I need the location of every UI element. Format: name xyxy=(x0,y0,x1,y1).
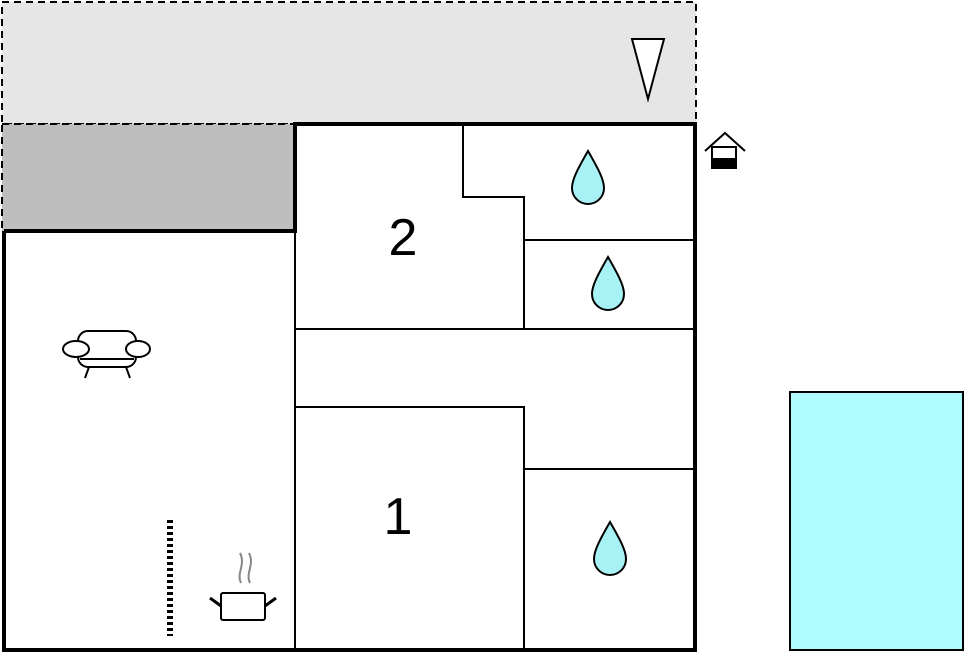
water-drop-icon xyxy=(570,149,606,205)
north-arrow-icon xyxy=(630,38,666,103)
bedroom-2-label: 2 xyxy=(389,209,418,267)
water-drop-icon xyxy=(590,255,626,311)
interior-walls xyxy=(294,124,695,650)
covered-terrace xyxy=(1,123,296,232)
bedroom-1-label: 1 xyxy=(384,488,413,546)
sofa-icon xyxy=(62,330,151,379)
outdoor-terrace xyxy=(1,1,697,125)
swimming-pool xyxy=(789,391,964,651)
water-drop-icon xyxy=(592,520,628,576)
cooking-pot-icon xyxy=(209,552,277,621)
house-outline xyxy=(2,122,697,652)
house-entrance-icon xyxy=(704,131,746,169)
